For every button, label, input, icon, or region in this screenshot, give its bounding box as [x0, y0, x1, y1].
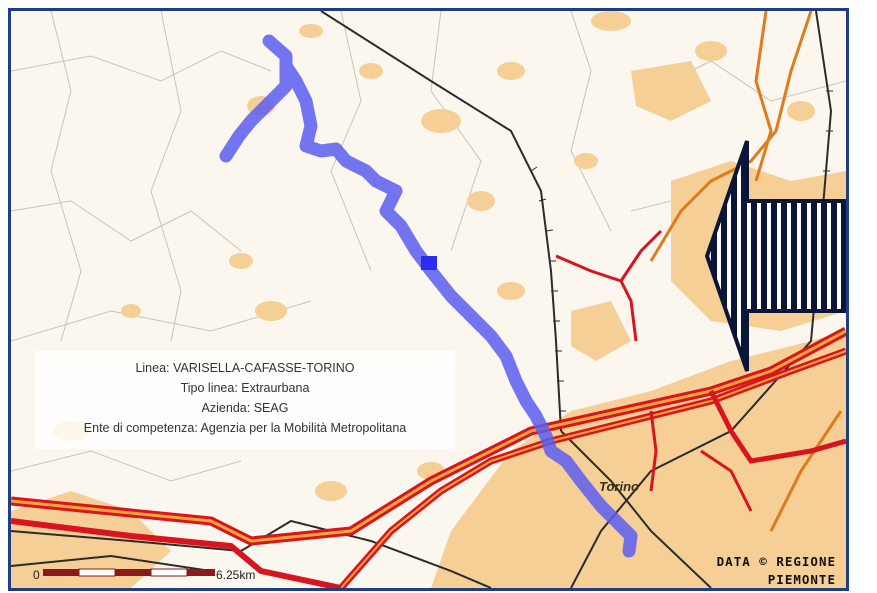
motorways — [649, 11, 843, 532]
map-canvas[interactable] — [11, 11, 846, 588]
route-stop-marker[interactable] — [421, 256, 437, 270]
city-label-torino: Torino — [599, 479, 639, 494]
ente-label: Ente di competenza: — [83, 421, 198, 435]
left-arrow-icon[interactable] — [704, 140, 846, 372]
map-credit-line2: PIEMONTE — [767, 572, 836, 587]
route-info-box: Linea: VARISELLA-CAFASSE-TORINO Tipo lin… — [35, 351, 455, 449]
azienda-label: Azienda: — [201, 401, 251, 415]
bus-route-line[interactable] — [219, 34, 638, 558]
scale-start-label: 0 — [33, 568, 40, 582]
route-line-row: Linea: VARISELLA-CAFASSE-TORINO — [35, 361, 455, 375]
linea-value: VARISELLA-CAFASSE-TORINO — [173, 361, 355, 375]
scale-end-label: 6.25km — [216, 568, 256, 582]
scale-bar — [43, 568, 215, 577]
tipo-value: Extraurbana — [241, 381, 310, 395]
tipo-label: Tipo linea: — [180, 381, 238, 395]
route-type-row: Tipo linea: Extraurbana — [35, 381, 455, 395]
map-credit-line1: DATA © REGIONE — [716, 554, 836, 569]
ente-value: Agenzia per la Mobilità Metropolitana — [200, 421, 407, 435]
route-authority-row: Ente di competenza: Agenzia per la Mobil… — [35, 421, 455, 435]
map-frame[interactable]: Linea: VARISELLA-CAFASSE-TORINO Tipo lin… — [8, 8, 849, 591]
azienda-value: SEAG — [253, 401, 289, 415]
linea-label: Linea: — [135, 361, 170, 375]
route-company-row: Azienda: SEAG — [35, 401, 455, 415]
